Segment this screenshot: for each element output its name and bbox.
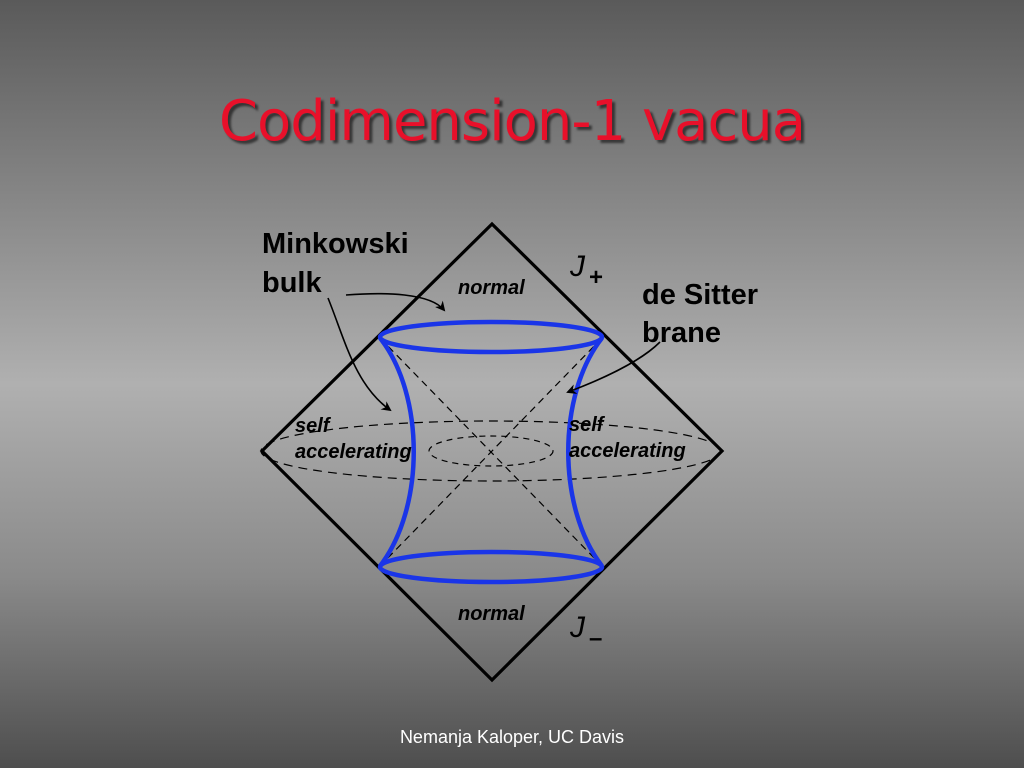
de-sitter-label-line2: brane xyxy=(642,317,721,349)
brane-top-ellipse xyxy=(377,319,605,355)
minkowski-label-line1: Minkowski xyxy=(262,228,409,260)
future-null-infinity-label: J xyxy=(569,250,586,283)
minkowski-arrow-down xyxy=(327,297,392,412)
brane-left-curve xyxy=(378,336,416,568)
normal-label-top: normal xyxy=(458,277,525,299)
brane-bottom-ellipse xyxy=(377,549,605,585)
slide-title: Codimension-1 vacua xyxy=(218,89,806,154)
self-accelerating-right-line1: self xyxy=(569,414,606,436)
brane-right-curve xyxy=(566,336,604,568)
past-null-infinity-subscript: – xyxy=(589,625,602,652)
self-accelerating-right-line2: accelerating xyxy=(569,440,686,462)
self-accelerating-left-line1: self xyxy=(295,415,332,437)
future-null-infinity-subscript: + xyxy=(589,264,603,291)
slide-footer: Nemanja Kaloper, UC Davis xyxy=(399,727,625,747)
minkowski-label-line2: bulk xyxy=(262,267,322,299)
minkowski-arrow-right xyxy=(345,292,446,312)
past-null-infinity-label: J xyxy=(569,611,586,644)
normal-label-bottom: normal xyxy=(458,603,525,625)
de-sitter-arrow xyxy=(566,341,661,394)
de-sitter-label-line1: de Sitter xyxy=(642,279,758,311)
self-accelerating-left-line2: accelerating xyxy=(295,441,412,463)
diagonal-dashed-line-2 xyxy=(379,337,603,567)
minkowski-diamond xyxy=(259,221,725,683)
inner-dashed-ellipse xyxy=(428,435,554,467)
